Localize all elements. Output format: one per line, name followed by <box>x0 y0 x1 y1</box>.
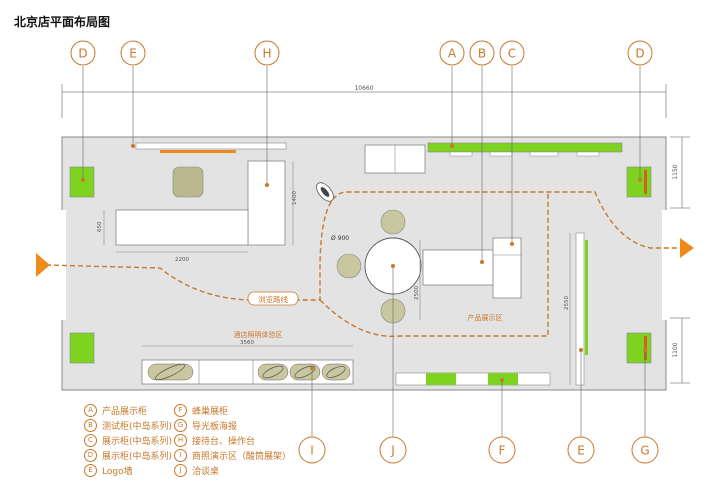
path-label: 浏览路线 <box>258 294 288 304</box>
test-cabinet-b <box>422 249 494 286</box>
marker-bottom-e: E <box>567 436 595 464</box>
svg-text:E: E <box>577 444 585 458</box>
marker-top-h: H <box>254 40 280 66</box>
svg-text:I: I <box>310 444 314 458</box>
browsing-path-loop <box>319 192 549 338</box>
top-markers: D E H A B C D <box>70 40 653 66</box>
reception-desk-horizontal <box>115 209 249 246</box>
poster-strip-bottom-right <box>644 336 647 360</box>
chair-left <box>336 253 362 279</box>
honeycomb-cabinet-f <box>395 372 551 386</box>
svg-text:E: E <box>129 47 137 61</box>
cabinet-g-bottom-right <box>626 332 652 364</box>
marker-top-d-right: D <box>627 40 653 66</box>
desk-height-dim: 1400 <box>292 191 298 205</box>
overall-width-label: 10660 <box>354 85 373 92</box>
display-cabinet-c <box>492 237 522 299</box>
svg-text:J: J <box>390 444 395 458</box>
marker-top-c: C <box>499 40 525 66</box>
chair-top <box>380 209 406 235</box>
table-depth-dim: 2500 <box>414 286 420 300</box>
tube-displays <box>147 363 351 381</box>
marker-bottom-g: G <box>631 436 659 464</box>
leader-dots <box>81 144 647 382</box>
right-top-dim: 1150 <box>672 164 679 179</box>
hotel-zone-label: 酒店照明体验区 <box>234 330 283 339</box>
marker-top-a: A <box>439 40 465 66</box>
svg-text:B: B <box>478 47 486 61</box>
logo-wall-right-light <box>585 240 588 355</box>
page-title: 北京店平面布局图 <box>14 15 111 29</box>
exit-arrow <box>680 238 694 258</box>
path-label-bg <box>247 291 299 306</box>
marker-top-e: E <box>120 40 146 66</box>
svg-text:F: F <box>499 444 506 458</box>
marker-bottom-f: F <box>488 436 516 464</box>
floor-area <box>61 136 667 391</box>
product-zone-label: 产品展示区 <box>468 313 503 322</box>
entry-arrow <box>36 253 50 277</box>
cabinet-d-top-right <box>626 166 652 198</box>
svg-text:H: H <box>262 47 271 61</box>
cabinet-length-dim: 3560 <box>240 340 254 346</box>
marker-top-b: B <box>469 40 495 66</box>
cabinet-d-top-left <box>69 166 95 198</box>
reception-stool <box>172 166 204 198</box>
logo-wall-top <box>135 142 287 150</box>
desk-width-dim: 2200 <box>175 257 189 263</box>
left-entrance-gap <box>58 210 66 320</box>
poster-strip-top-right <box>644 170 647 194</box>
cabinet-bottom-left <box>69 332 95 364</box>
svg-text:D: D <box>78 47 87 61</box>
marker-top-d-left: D <box>70 40 96 66</box>
table-diameter-dim: Ø 900 <box>331 235 349 242</box>
marker-bottom-j: J <box>379 436 407 464</box>
logo-wall-light <box>160 150 236 153</box>
overall-width-dimension: 10660 <box>61 84 667 118</box>
svg-text:A: A <box>448 47 457 61</box>
svg-text:C: C <box>508 47 516 61</box>
right-dimensions: 1150 1100 <box>670 136 690 384</box>
marker-bottom-i: I <box>298 436 326 464</box>
product-cabinet-a <box>427 142 623 153</box>
bottom-markers: I J F E G <box>298 436 659 464</box>
svg-text:D: D <box>635 47 644 61</box>
desk-depth-dim: 650 <box>97 221 103 232</box>
leader-lines <box>82 66 646 437</box>
right-bottom-dim: 1100 <box>672 342 679 357</box>
tall-cabinet-dim: 2550 <box>564 296 570 310</box>
reception-desk-vertical <box>247 160 286 246</box>
logo-wall-right <box>575 232 585 386</box>
svg-text:G: G <box>640 444 649 458</box>
right-entrance-gap <box>662 210 670 320</box>
